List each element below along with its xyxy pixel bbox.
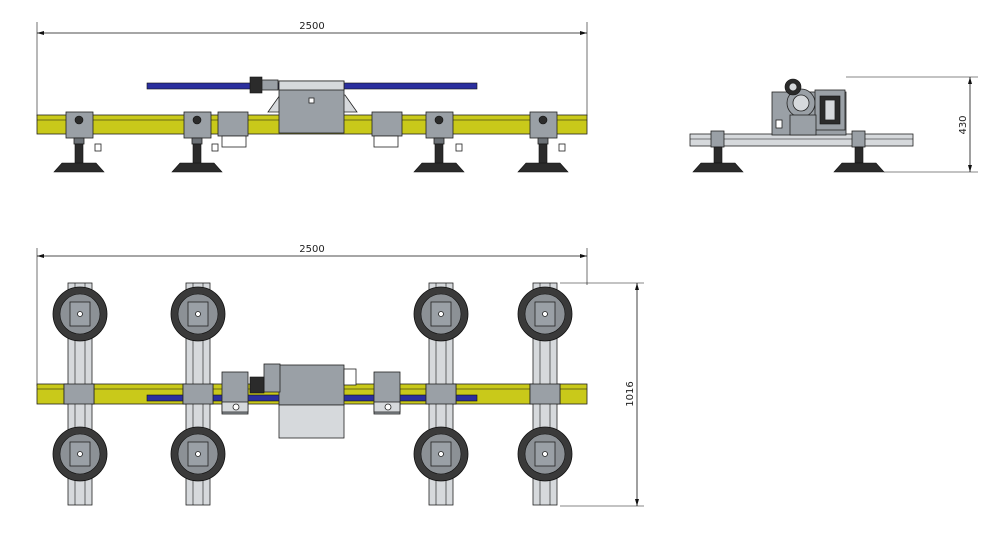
front-width-dimension: 2500 [36, 21, 588, 116]
side-motor-assembly [771, 78, 847, 136]
front-center-housing [249, 76, 358, 134]
front-side-box-left [217, 111, 249, 148]
top-center-housing [249, 363, 357, 439]
front-suction-unit-3 [413, 111, 465, 173]
top-width-label: 2500 [299, 244, 324, 255]
side-height-dimension: 430 [846, 76, 978, 173]
top-side-box-right [373, 371, 401, 415]
front-suction-unit-2 [171, 111, 223, 173]
side-view: 430 [689, 76, 978, 173]
top-side-box-left [221, 371, 249, 415]
top-height-label: 1016 [625, 381, 636, 406]
side-suction-foot-left [692, 130, 744, 173]
front-view: 2500 [36, 21, 588, 173]
front-side-box-right [371, 111, 403, 148]
front-width-label: 2500 [299, 21, 324, 32]
front-suction-unit-4 [517, 111, 569, 173]
top-width-dimension: 2500 [36, 244, 588, 386]
top-height-dimension: 1016 [560, 282, 644, 507]
side-suction-foot-right [833, 130, 885, 173]
side-height-label: 430 [958, 115, 969, 134]
top-view: 2500 1016 [36, 244, 644, 507]
front-suction-unit-1 [53, 111, 105, 173]
